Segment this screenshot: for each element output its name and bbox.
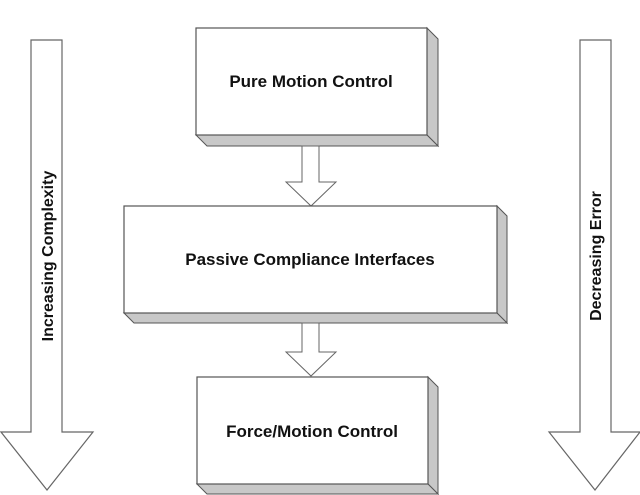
left-down-arrow: Increasing Complexity [0, 39, 95, 491]
down-arrow-connector [284, 322, 338, 377]
left-arrow-label: Increasing Complexity [40, 171, 57, 342]
box-label: Force/Motion Control [226, 422, 398, 441]
box-label: Passive Compliance Interfaces [185, 250, 434, 269]
right-down-arrow: Decreasing Error [547, 39, 640, 491]
box-pure-motion-control: Pure Motion Control [194, 26, 440, 148]
down-arrow-connector [284, 145, 338, 207]
box-label: Pure Motion Control [229, 72, 392, 91]
right-arrow-label: Decreasing Error [588, 191, 605, 321]
box-force-motion-control: Force/Motion Control [195, 375, 440, 495]
box-passive-compliance-interfaces: Passive Compliance Interfaces [122, 204, 509, 325]
